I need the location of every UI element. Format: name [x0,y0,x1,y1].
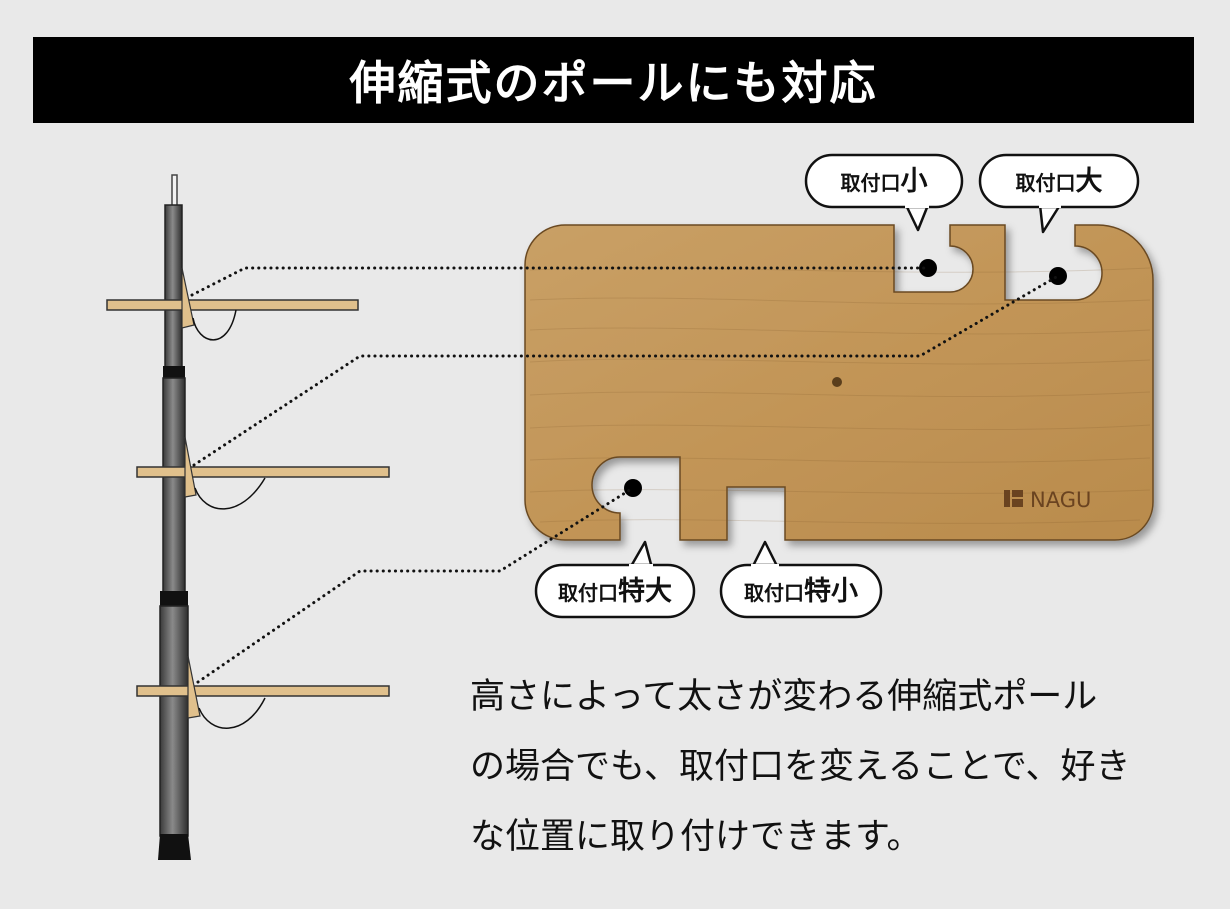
connector-small [190,266,930,297]
callout-large-prefix: 取付口 [1016,171,1076,195]
connector-extra-large [196,486,635,684]
svg-text:取付口小: 取付口小 [841,166,928,197]
center-hole [832,377,842,387]
description-line-1: 高さによって太さが変わる伸縮式ポール [470,677,1098,717]
shelf-top [106,267,359,341]
description-line-2: の場合でも、取付口を変えることで、好き [470,747,1131,787]
pole-segment-bottom [159,605,189,837]
callout-extra-small-prefix: 取付口 [744,581,804,605]
callout-extra-small-suffix: 特小 [804,576,858,607]
svg-text:取付口大: 取付口大 [1016,166,1103,197]
shelf-bottom [136,655,390,729]
slot-small-marker [919,259,937,277]
callout-small: 取付口小 [804,153,964,232]
title-banner: 伸縮式のポールにも対応 [33,37,1194,123]
page-title: 伸縮式のポールにも対応 [349,56,878,110]
brand-logo: NAGU [1004,488,1091,512]
logo-text: NAGU [1030,488,1091,512]
pole-segment-middle [162,377,186,594]
connector-lines [190,266,1060,684]
telescopic-pole [158,174,191,860]
slot-large-marker [1049,267,1067,285]
callout-extra-large: 取付口特大 [534,540,696,619]
callout-extra-large-suffix: 特大 [618,576,672,607]
pole-segment-top [164,204,183,371]
svg-text:取付口特大: 取付口特大 [558,576,672,607]
wood-grain [529,267,1151,524]
callout-small-prefix: 取付口 [841,171,901,195]
pole-tip [171,174,178,208]
callout-small-suffix: 小 [901,166,928,197]
svg-text:取付口特小: 取付口特小 [744,576,858,607]
slot-extra-large-marker [624,479,642,497]
callout-large: 取付口大 [978,153,1140,234]
description: 高さによって太さが変わる伸縮式ポール の場合でも、取付口を変えることで、好き な… [470,662,1210,872]
description-line-3: な位置に取り付けできます。 [470,817,922,857]
pole-joint [163,366,185,380]
callout-extra-small: 取付口特小 [719,540,883,619]
shelf-middle [136,436,390,510]
pole-foot [158,834,191,860]
pole-joint [160,591,188,607]
callout-large-suffix: 大 [1076,166,1103,197]
callout-extra-large-prefix: 取付口 [558,581,618,605]
wooden-board: NAGU [524,224,1154,541]
